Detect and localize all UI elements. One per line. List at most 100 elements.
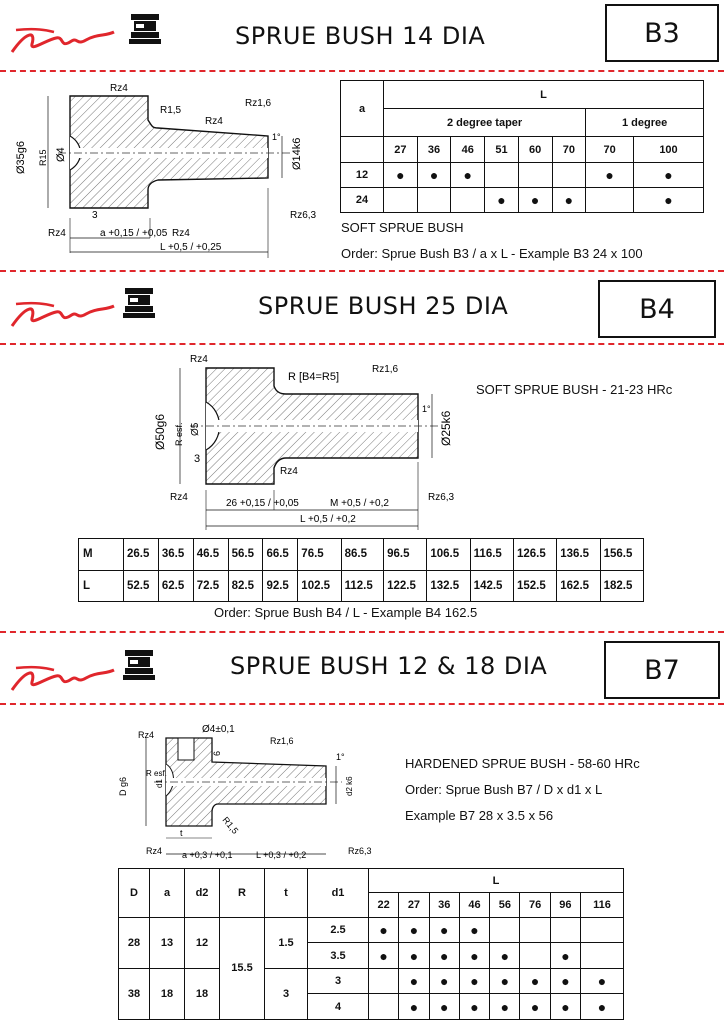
r-b4-label: R [B4=R5] xyxy=(288,371,339,383)
dia14-label: Ø14k6 xyxy=(291,138,303,170)
row-L-value: 142.5 xyxy=(469,569,514,602)
rz4-mid-label: Rz4 xyxy=(205,116,223,127)
row-L-value: 132.5 xyxy=(426,569,471,602)
table-row: 38 18 18 3 3 ●●●●●●● xyxy=(118,967,624,1021)
brand-logo-b4 xyxy=(6,296,118,336)
mold-icon-b4 xyxy=(122,286,156,320)
length-cell: 46 xyxy=(458,892,491,918)
row-M-value: 36.5 xyxy=(157,538,194,571)
row-L-value: 52.5 xyxy=(123,569,159,602)
R-cell: 15.5 xyxy=(219,916,265,1021)
availability-dot: ● xyxy=(633,187,704,213)
row-L-value: 112.5 xyxy=(340,569,385,602)
length-cell: 116 xyxy=(580,892,624,918)
row-M-value: 156.5 xyxy=(599,538,645,571)
dia4-label: Ø4±0,1 xyxy=(202,724,235,735)
availability-dot: ● xyxy=(428,993,460,1020)
table-row: 3.5 ●●●●●● xyxy=(119,942,624,969)
availability-dot: ● xyxy=(367,942,400,969)
empty-cell xyxy=(517,162,553,188)
divider-top-b7 xyxy=(0,703,724,705)
header-t: t xyxy=(264,868,308,918)
availability-dot: ● xyxy=(484,187,519,213)
header-d2: d2 xyxy=(184,868,220,918)
rz4-a-label: Rz4 xyxy=(146,846,162,856)
table-row: 4 ●●●●●●● xyxy=(119,993,624,1020)
availability-dot: ● xyxy=(585,162,634,188)
header-R: R xyxy=(219,868,265,918)
table-row: 28 13 12 15.5 1.5 2.5 ●●●● xyxy=(118,916,624,1021)
empty-cell xyxy=(484,162,519,188)
rz4-label: Rz4 xyxy=(110,83,128,94)
rz4-left-label: Rz4 xyxy=(170,492,188,503)
divider-bottom-b4 xyxy=(0,631,724,633)
drawing-b3: Rz4 R1,5 Rz4 Rz1,6 1° Ø35g6 Ø4 R15 Ø14k6… xyxy=(15,83,317,258)
empty-cell xyxy=(585,187,634,213)
r15-label: R1,5 xyxy=(220,815,240,836)
D-cell: 28 xyxy=(118,916,150,969)
rz63-label: Rz6,3 xyxy=(290,210,317,221)
length-cell: 27 xyxy=(398,892,430,918)
row-M-value: 76.5 xyxy=(297,538,342,571)
length-cell: 27 xyxy=(383,136,418,163)
table-b3: a L 2 degree taper 1 degree 27 36 46 51 … xyxy=(340,80,704,213)
row-M-value: 106.5 xyxy=(426,538,471,571)
availability-dot: ● xyxy=(428,967,460,995)
order-b3: Order: Sprue Bush B3 / a x L - Example B… xyxy=(341,246,643,261)
availability-dot: ● xyxy=(383,162,418,188)
row-M-value: 26.5 xyxy=(123,538,159,571)
divider-top-b4 xyxy=(0,343,724,345)
a-cell: 12 xyxy=(340,162,384,188)
L-tol-label: L +0,5 / +0,25 xyxy=(160,242,222,253)
dg6-label: D g6 xyxy=(118,777,128,796)
d1-label: d1 xyxy=(155,779,164,788)
rz16-label: Rz1,6 xyxy=(372,364,399,375)
brand-logo-b3 xyxy=(6,22,118,62)
availability-dot: ● xyxy=(489,993,521,1020)
row-M-value: 46.5 xyxy=(192,538,229,571)
empty-cell xyxy=(367,967,400,995)
dim3-label: 3 xyxy=(194,453,200,465)
a-cell: 18 xyxy=(149,967,185,1021)
a-tol-label: a +0,15 / +0,05 xyxy=(100,228,168,239)
header-L: L xyxy=(383,80,704,109)
availability-dot: ● xyxy=(367,916,400,944)
row-L-value: 82.5 xyxy=(227,569,264,602)
rz4-label: Rz4 xyxy=(190,354,208,365)
rz4-a-label: Rz4 xyxy=(48,228,66,239)
rest-label: R esf. xyxy=(146,769,167,778)
length-cell: 76 xyxy=(519,892,551,918)
brand-logo-b7 xyxy=(6,660,118,700)
drawing-b7: Rz4 Ø4±0,1 6 Rz1,6 1° R esf. D g6 d1 d2 … xyxy=(118,724,372,860)
table-b7: D a d2 R t d1 L 22 27 36 46 56 76 96 116… xyxy=(118,867,624,1021)
t-label: t xyxy=(180,828,183,838)
d1-cell: 2.5 xyxy=(307,916,369,944)
availability-dot: ● xyxy=(489,942,521,969)
length-cell: 51 xyxy=(484,136,519,163)
mold-icon-b7 xyxy=(122,648,156,682)
dim6-label: 6 xyxy=(212,751,222,756)
t-cell: 1.5 xyxy=(264,916,308,969)
empty-cell xyxy=(580,916,624,944)
row-M-label: M xyxy=(78,538,124,571)
row-M-value: 96.5 xyxy=(383,538,428,571)
row-L-value: 162.5 xyxy=(556,569,601,602)
header-a: a xyxy=(149,868,185,918)
availability-dot: ● xyxy=(551,187,587,213)
dim26-label: 26 +0,15 / +0,05 xyxy=(226,498,299,509)
length-cell: 60 xyxy=(517,136,553,163)
availability-dot: ● xyxy=(549,993,582,1020)
divider-bottom-b3 xyxy=(0,270,724,272)
rz4-b-label: Rz4 xyxy=(172,228,190,239)
empty-cell xyxy=(416,187,452,213)
d1-cell: 3 xyxy=(307,967,369,995)
availability-dot: ● xyxy=(519,967,551,995)
dim3-label: 3 xyxy=(92,210,98,221)
availability-dot: ● xyxy=(458,967,491,995)
a-cell: 13 xyxy=(149,916,185,969)
availability-dot: ● xyxy=(580,967,624,995)
a-tol-label: a +0,3 / +0,1 xyxy=(182,850,233,860)
row-L-value: 92.5 xyxy=(262,569,299,602)
empty-cell xyxy=(519,916,551,944)
title-b3: SPRUE BUSH 14 DIA xyxy=(235,22,486,50)
